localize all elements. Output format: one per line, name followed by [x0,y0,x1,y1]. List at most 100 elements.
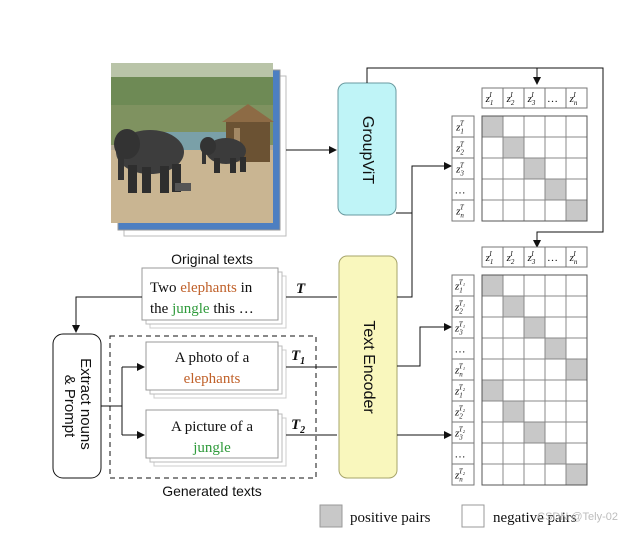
negative-pair-cell [481,178,504,201]
row-header-bottom: z3T₂ [454,426,466,442]
positive-pair-cell [523,157,546,180]
positive-pair-cell [502,136,525,159]
negative-pair-cell [502,199,525,222]
negative-pair-cell [481,136,504,159]
negative-pair-cell [481,400,504,423]
original-text-post-1: in [237,280,253,296]
positive-pair-cell [481,274,504,297]
positive-pair-cell [502,295,525,318]
row-header-top-box [451,199,475,222]
svg-text:Two elephants in: Two elephants in [150,280,253,296]
negative-pair-cell [481,421,504,444]
negative-pair-cell [544,274,567,297]
negative-pair-cell [565,337,588,360]
original-text-symbol: T [296,281,306,297]
row-header-top: z2T [455,141,465,157]
negative-pair-cell [502,316,525,339]
original-noun-elephants: elephants [180,280,237,296]
positive-pair-cell [481,115,504,138]
col-header-bottom: z1I [485,250,494,266]
negative-pair-cell [502,115,525,138]
positive-pair-cell [544,178,567,201]
legend-positive-label: positive pairs [350,510,431,526]
negative-pair-cell [544,400,567,423]
generated-text-1-noun: elephants [184,371,241,387]
negative-pair-cell [544,157,567,180]
original-text-card: Two elephants in the jungle this … [141,267,287,329]
col-header-top: z2I [506,91,515,107]
row-header-top: znT [455,204,465,220]
row-header-bottom: z2T₂ [454,405,466,421]
generated-text-card-2: A picture of a jungle [145,409,287,467]
row-header-bottom: z1T₂ [454,384,466,400]
row-header-top: z1T [455,120,465,136]
negative-pair-cell [481,442,504,465]
col-header-bottom-box [565,246,588,268]
generated-text-2-line: A picture of a [171,419,253,435]
negative-pair-cell [523,442,546,465]
groupvit-block: GroupViT [337,82,397,216]
positive-pair-cell [502,400,525,423]
col-header-top: z3I [527,91,536,107]
negative-pair-cell [565,442,588,465]
generated-text-1-line: A photo of a [175,350,250,366]
negative-pair-cell [523,115,546,138]
col-header-top: znI [569,91,578,107]
positive-pair-cell [523,316,546,339]
negative-pair-cell [502,442,525,465]
svg-text:Extract nouns & Prompt: Extract nouns & Prompt [61,358,94,454]
negative-pair-cell [565,274,588,297]
original-text-post-2: this … [210,301,254,317]
negative-pair-cell [481,337,504,360]
generated-symbol-2: T [291,417,301,433]
negative-pair-cell [565,136,588,159]
positive-pair-cell [565,358,588,381]
negative-pair-cell [544,115,567,138]
col-header-bottom: … [547,252,558,264]
row-header-top: … [455,185,466,197]
negative-pair-cell [502,421,525,444]
negative-pair-cell [544,295,567,318]
row-header-bottom: … [455,449,466,461]
negative-pair-cell [481,199,504,222]
image-stack [111,63,287,237]
connectors [72,67,604,439]
legend: positive pairs negative pairs [319,504,577,528]
original-noun-jungle: jungle [171,301,210,317]
negative-pair-cell [523,337,546,360]
generated-texts-region [109,335,317,479]
generated-texts-caption: Generated texts [162,483,262,499]
negative-pair-cell [544,421,567,444]
legend-negative-label: negative pairs [493,510,577,526]
negative-pair-cell [481,157,504,180]
positive-pair-cell [565,463,588,486]
elephant-photo [111,63,274,223]
negative-pair-cell [481,463,504,486]
generated-text-card-1: A photo of a elephants [145,341,287,399]
negative-pair-cell [523,178,546,201]
svg-text:the jungle this …: the jungle this … [150,301,254,317]
negative-pair-cell [565,379,588,402]
groupvit-label: GroupViT [359,116,376,184]
negative-pair-cell [523,136,546,159]
svg-text:T1: T1 [291,348,305,367]
positive-pair-cell [565,199,588,222]
row-header-bottom: z2T₁ [454,300,465,316]
row-header-bottom: … [455,344,466,356]
legend-positive-swatch [319,504,343,528]
positive-pair-cell [544,337,567,360]
extract-line-1: Extract nouns [77,358,94,450]
negative-pair-cell [544,358,567,381]
col-header-top: … [547,93,558,105]
generated-symbol-1-sub: 1 [300,356,305,367]
text-encoder-block: Text Encoder [338,255,398,479]
negative-pair-cell [523,463,546,486]
col-header-top: z1I [485,91,494,107]
negative-pair-cell [565,157,588,180]
negative-pair-cell [523,379,546,402]
negative-pair-cell [523,400,546,423]
col-header-bottom: z3I [527,250,536,266]
generated-text-2-noun: jungle [192,440,231,456]
